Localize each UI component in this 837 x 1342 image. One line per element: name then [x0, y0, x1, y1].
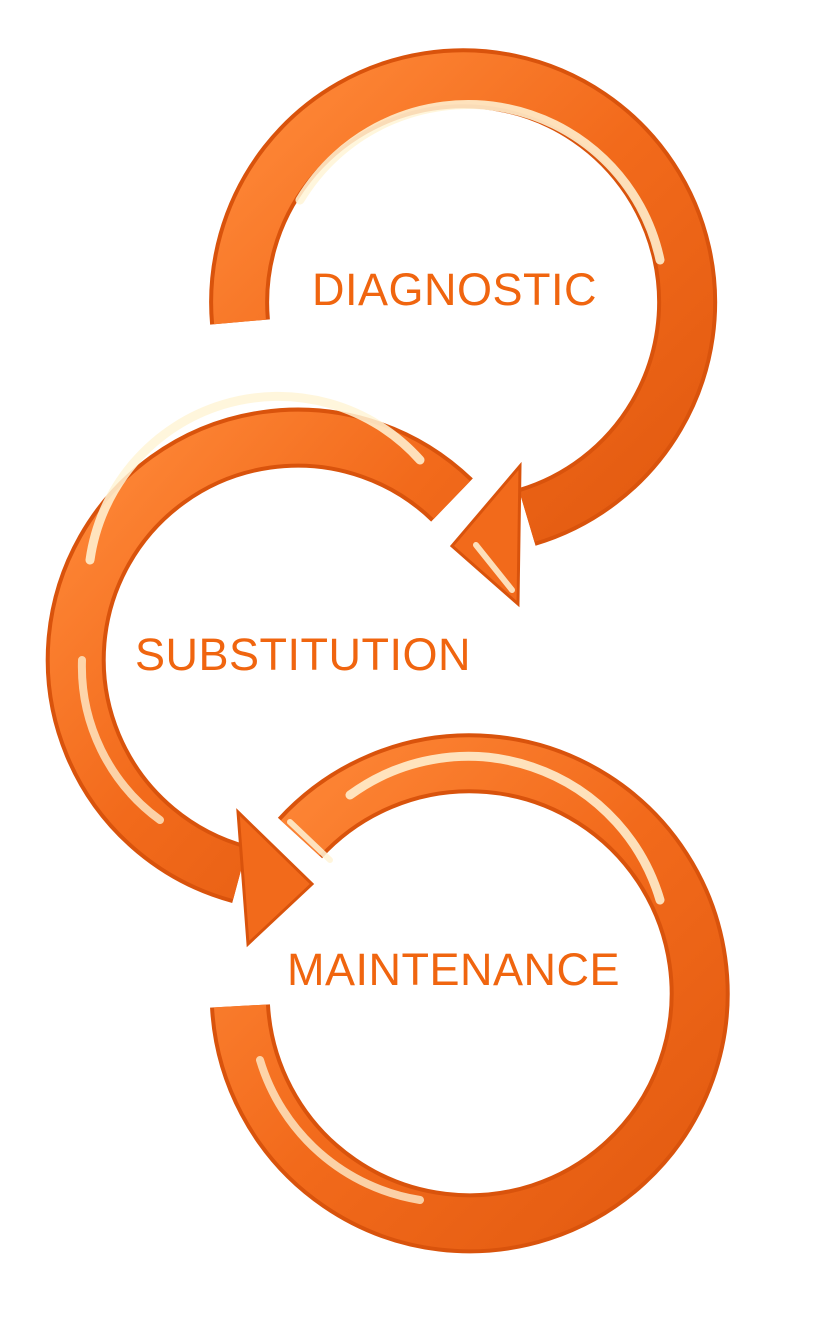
substitution-arrow-icon — [45, 391, 473, 948]
stage-label-substitution: SUBSTITUTION — [135, 629, 471, 680]
maintenance-arrow-icon — [210, 733, 730, 1254]
stage-label-maintenance: MAINTENANCE — [287, 944, 620, 995]
diagnostic-arrow-icon — [209, 48, 718, 608]
stage-label-diagnostic: DIAGNOSTIC — [312, 264, 597, 315]
